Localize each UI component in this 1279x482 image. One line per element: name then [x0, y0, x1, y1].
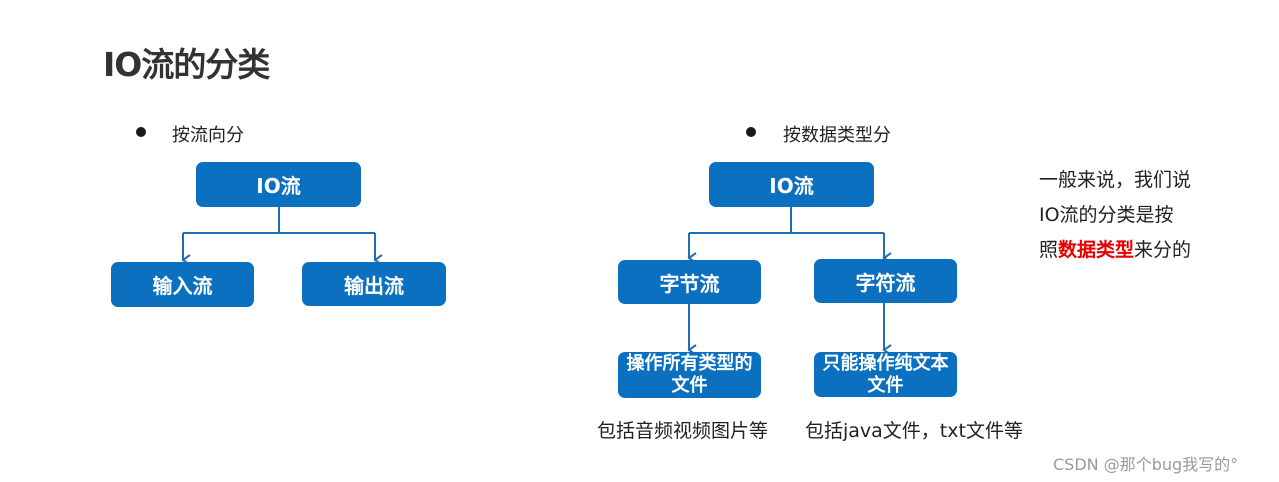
left-bullet-label: 按流向分 [172, 125, 244, 146]
byte-stream-caption: 包括音频视频图片等 [597, 420, 769, 442]
right-root-node: IO流 [709, 162, 874, 207]
input-stream-node: 输入流 [111, 262, 254, 307]
watermark: CSDN @那个bug我写的° [1053, 455, 1239, 474]
side-note: 一般来说，我们说 IO流的分类是按 照数据类型来分的 [1039, 163, 1191, 268]
char-stream-caption: 包括java文件，txt文件等 [805, 420, 1023, 442]
char-stream-desc-node: 只能操作纯文本文件 [814, 352, 957, 397]
byte-stream-node: 字节流 [618, 260, 761, 304]
char-stream-node: 字符流 [814, 259, 957, 303]
output-stream-node: 输出流 [302, 262, 446, 306]
byte-stream-desc-node: 操作所有类型的文件 [618, 352, 761, 398]
right-tree-connectors [687, 207, 892, 356]
right-bullet-label: 按数据类型分 [783, 125, 891, 146]
note-line-3-suffix: 来分的 [1134, 239, 1192, 261]
note-line-2: IO流的分类是按 [1039, 204, 1174, 226]
bullet-dot [746, 127, 756, 137]
note-line-1: 一般来说，我们说 [1039, 169, 1192, 191]
note-line-3-prefix: 照 [1039, 239, 1059, 261]
bullet-dot [136, 127, 146, 137]
left-tree-connectors [181, 207, 383, 266]
page-title: IO流的分类 [103, 45, 270, 84]
note-highlight: 数据类型 [1058, 239, 1135, 261]
note-line-3: 照数据类型来分的 [1039, 233, 1191, 268]
left-root-node: IO流 [196, 162, 361, 207]
